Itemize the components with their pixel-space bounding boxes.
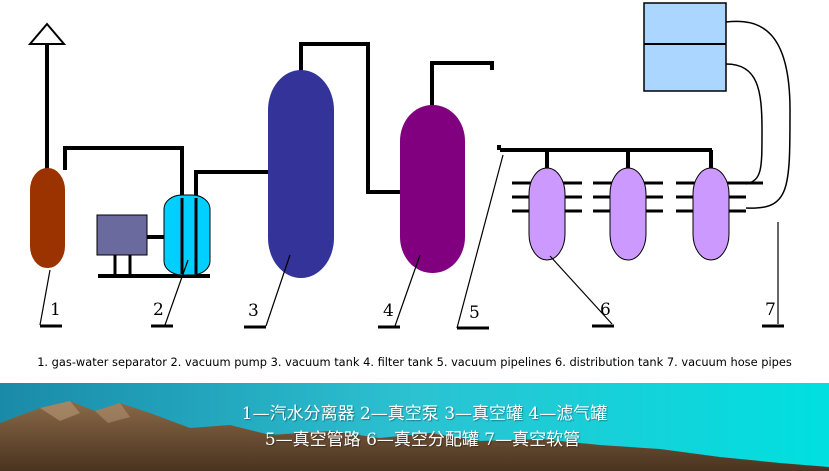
banner-line-2: 5—真空管路 6—真空分配罐 7—真空软管 [264,430,581,450]
equipment-diagram: 1 2 3 4 5 6 7 [27,2,791,330]
vacuum-hoses [725,20,791,209]
label-4: 4 [383,301,394,321]
mountain-banner-art [0,383,829,471]
label-7: 7 [765,300,776,320]
vacuum-pump [96,194,211,276]
filter-tank [400,105,465,273]
banner: 1—汽水分离器 2—真空泵 3—真空罐 4—滤气罐 5—真空管路 6—真空分配罐… [0,383,829,471]
gas-water-separator [30,168,65,268]
banner-line-1: 1—汽水分离器 2—真空泵 3—真空罐 4—滤气罐 [241,404,608,424]
vent-arrow-icon [27,22,67,45]
label-3: 3 [248,301,259,321]
legend: 1. gas-water separator 2. vacuum pump 3.… [37,355,792,369]
distribution-tanks [512,167,763,261]
label-6: 6 [600,300,611,320]
label-2: 2 [153,300,164,320]
distribution-tank [676,167,763,261]
vacuum-tank [268,70,334,278]
distribution-tank [512,167,582,261]
leader-lines [39,154,779,329]
hose-reel-box [643,2,727,92]
label-1: 1 [50,300,61,320]
distribution-tank [593,167,663,261]
label-underlines [40,324,784,330]
label-5: 5 [469,303,480,323]
pipes [45,42,713,278]
